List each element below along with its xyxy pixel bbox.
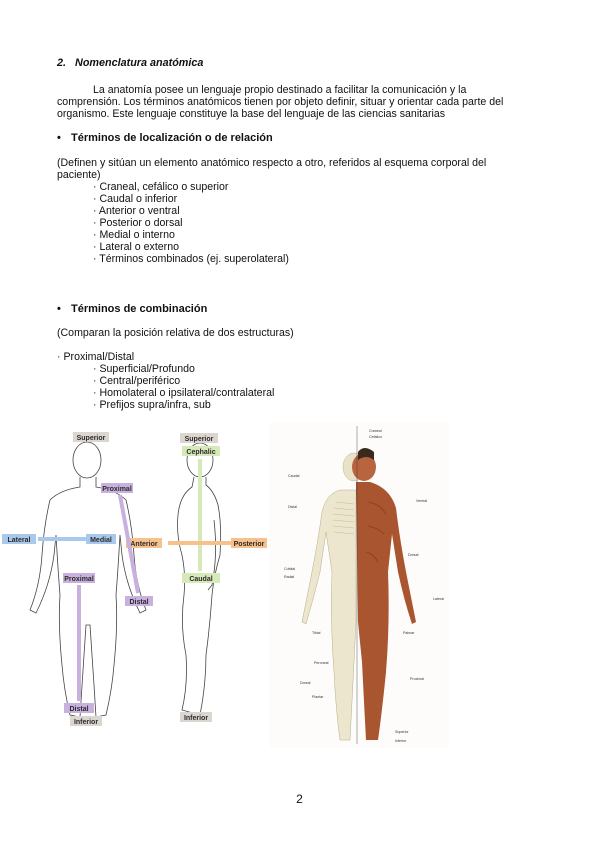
photo-label: Peroneal [314,661,329,665]
intro-line-1: La anatomía posee un lenguaje propio des… [93,84,467,96]
list-item: · Central/periférico [93,375,181,387]
muscle-half [352,448,416,740]
section-title: Nomenclatura anatómica [75,57,204,69]
localizacion-desc-1: (Definen y sitúan un elemento anatómico … [57,157,487,169]
localizacion-desc-2: paciente) [57,169,101,181]
photo-label: Caudal [288,474,300,478]
caudal-label: Caudal [189,576,212,583]
body-planes-diagram: Superior Superior Cephalic Caudal Anteri… [2,432,267,726]
upper-limb-proximal-distal-arrow [118,494,140,594]
page-number: 2 [296,792,303,806]
photo-label: Radial [284,575,294,579]
label-box [101,483,133,493]
photo-label: Dorsal [300,681,311,685]
posterior-label: Posterior [234,541,265,548]
intro-line-3: organismo. Este lenguaje constituye la b… [57,108,446,120]
list-item: · Lateral o externo [93,241,179,253]
label-box [70,716,102,726]
front-inferior-label: Inferior [74,719,98,726]
combinacion-desc: (Comparan la posición relativa de dos es… [57,327,294,339]
anatomical-illustration: Craneal Cefálico Caudal Distal Ventral D… [270,422,449,748]
label-box [64,703,94,713]
photo-label: Dorsal [408,553,419,557]
localizacion-heading: • Términos de localización o de relación [57,132,273,144]
front-superior-label: Superior [77,435,106,442]
bullet-icon: • [57,303,61,315]
cephalic-label: Cephalic [186,449,215,456]
distal-upper-label: Distal [129,599,148,606]
photo-label: Distal [288,505,297,509]
localizacion-heading-text: Términos de localización o de relación [71,132,273,144]
photo-label: Lateral [433,597,444,601]
photo-label: Inferior [395,739,407,743]
lateral-label: Lateral [8,537,31,544]
list-item: · Anterior o ventral [93,205,180,217]
bullet-icon: • [57,132,61,144]
photo-label: Superior [395,730,409,734]
photo-label: Palmar [403,631,415,635]
label-box [180,712,212,722]
label-box [180,433,218,443]
label-box [63,573,95,583]
list-item: · Posterior o dorsal [93,217,183,229]
side-inferior-label: Inferior [184,715,208,722]
photo-label: Cubital [284,567,295,571]
list-item: · Términos combinados (ej. superolateral… [93,253,289,265]
section-number: 2. [57,57,67,69]
list-item: · Caudal o inferior [93,193,178,205]
list-item: · Superficial/Profundo [93,363,195,375]
label-box [2,534,36,544]
proximal-upper-label: Proximal [102,486,132,493]
section-heading: 2. Nomenclatura anatómica [57,57,203,69]
photo-label: Plantar [312,695,324,699]
label-box [86,534,116,544]
photo-label: Craneal [369,429,382,433]
label-box [182,573,220,583]
medial-label: Medial [90,537,112,544]
photo-label: Proximal [410,677,424,681]
label-box [73,432,109,442]
label-box [125,596,153,606]
list-item: · Proximal/Distal [57,351,135,363]
list-item: · Medial o interno [93,229,175,241]
photo-label: Ventral [416,499,427,503]
photo-label: Tibial [312,631,321,635]
list-item: · Prefijos supra/infra, sub [93,399,211,411]
list-item: · Homolateral o ipsilateral/contralatera… [93,387,275,399]
intro-line-2: comprensión. Los términos anatómicos tie… [57,96,504,108]
label-box [231,538,267,548]
side-superior-label: Superior [185,436,214,443]
anterior-label: Anterior [130,541,158,548]
proximal-lower-label: Proximal [64,576,94,583]
combinacion-heading-text: Términos de combinación [71,303,208,315]
list-item: · Craneal, cefálico o superior [93,181,229,193]
photo-label: Cefálico [369,435,382,439]
label-box [126,538,162,548]
combinacion-heading: • Términos de combinación [57,303,207,315]
label-box [182,446,220,456]
distal-lower-label: Distal [69,706,88,713]
